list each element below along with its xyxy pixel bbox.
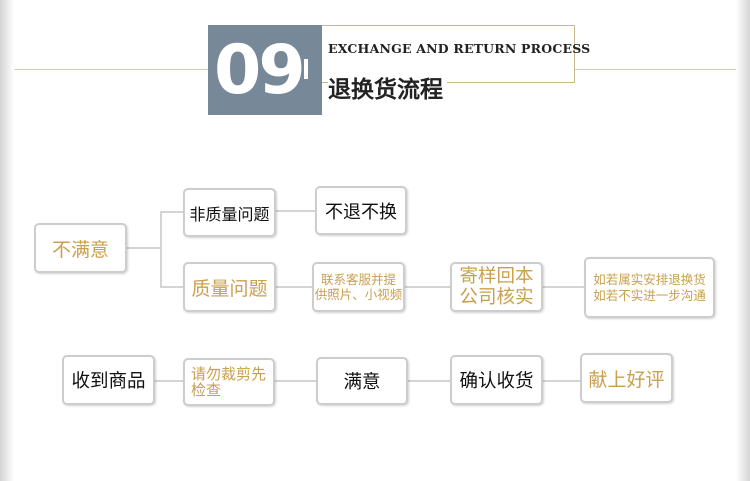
node-contact-service-line2: 供照片、小视频 xyxy=(314,287,403,302)
node-confirm-receipt: 确认收货 xyxy=(450,355,543,405)
connector-step1-step2 xyxy=(405,286,450,288)
node-send-sample-line1: 寄样回本 xyxy=(459,266,534,287)
node-contact-service: 联系客服并提 供照片、小视频 xyxy=(312,262,405,312)
section-number-block: 09 xyxy=(208,25,322,115)
title-english: EXCHANGE AND RETURN PROCESS xyxy=(328,41,591,56)
node-satisfied-label: 满意 xyxy=(343,372,381,393)
section-number: 09 xyxy=(214,31,306,110)
node-non-quality-issue-label: 非质量问题 xyxy=(189,204,270,224)
connector-step2-step3 xyxy=(543,286,584,288)
connector-satisfied-confirm xyxy=(408,380,450,382)
number-accent-bar xyxy=(304,59,308,79)
node-contact-service-line1: 联系客服并提 xyxy=(320,272,396,287)
node-no-return: 不退不换 xyxy=(315,186,407,235)
connector-inspect-satisfied xyxy=(275,380,316,382)
right-edge-shadow xyxy=(736,0,750,481)
connector-top-result xyxy=(276,210,315,212)
node-satisfied: 满意 xyxy=(316,357,408,405)
node-non-quality-issue: 非质量问题 xyxy=(183,188,276,237)
node-send-sample: 寄样回本 公司核实 xyxy=(450,262,543,312)
node-quality-issue-label: 质量问题 xyxy=(191,277,268,300)
node-confirm-receipt-label: 确认收货 xyxy=(459,371,534,392)
node-send-sample-line2: 公司核实 xyxy=(459,287,534,308)
node-verify-result-line1: 如若属实安排退换货 xyxy=(593,271,706,287)
title-chinese: 退换货流程 xyxy=(328,70,447,104)
connector-quality-step1 xyxy=(276,286,312,288)
node-good-review-label: 献上好评 xyxy=(588,368,665,391)
node-quality-issue: 质量问题 xyxy=(183,262,276,312)
node-receive-goods-label: 收到商品 xyxy=(71,371,146,392)
connector-branch-top xyxy=(160,211,184,213)
node-unsatisfied-label: 不满意 xyxy=(51,238,109,261)
connector-receive-inspect xyxy=(155,380,183,382)
node-inspect-first-line2: 检查 xyxy=(191,381,222,399)
section-title-box: EXCHANGE AND RETURN PROCESS 退换货流程 xyxy=(322,25,590,104)
left-edge-shadow xyxy=(0,0,14,481)
node-verify-result-line2: 如若不实进一步沟通 xyxy=(593,287,706,303)
connector-branch-vertical xyxy=(160,211,162,288)
connector-confirm-review xyxy=(543,380,580,382)
node-inspect-first: 请勿裁剪先 检查 xyxy=(183,358,275,406)
node-unsatisfied: 不满意 xyxy=(34,223,127,273)
node-receive-goods: 收到商品 xyxy=(62,355,155,405)
connector-root-branch xyxy=(127,247,161,249)
node-verify-result: 如若属实安排退换货 如若不实进一步沟通 xyxy=(584,257,715,318)
node-inspect-first-line1: 请勿裁剪先 xyxy=(191,365,267,383)
node-no-return-label: 不退不换 xyxy=(325,201,397,223)
node-good-review: 献上好评 xyxy=(580,353,673,403)
connector-branch-bottom xyxy=(160,286,184,288)
